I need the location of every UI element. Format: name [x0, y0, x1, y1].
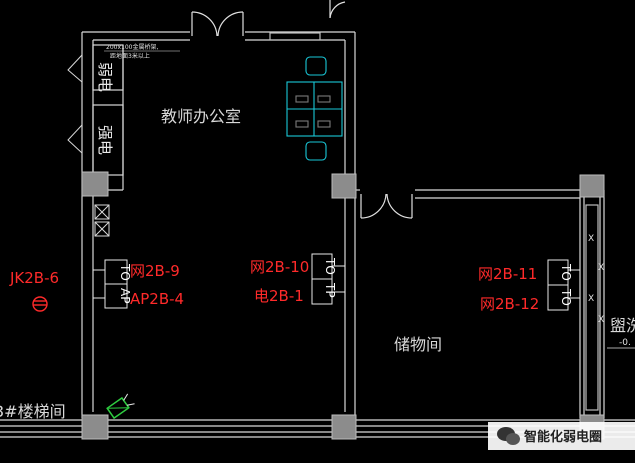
- doors: [191, 0, 413, 219]
- strong-door-swing: [67, 124, 83, 154]
- right-cabinet: [585, 204, 599, 411]
- tag-right-bottom: TO: [559, 288, 573, 306]
- column-mid-bottom: [331, 414, 357, 440]
- marker-x2: X: [598, 263, 604, 273]
- label-net-2b-12: 网2B-12: [480, 295, 539, 313]
- room-teacher-office: 教师办公室: [161, 107, 241, 126]
- closet-doors: [67, 54, 83, 154]
- label-net-2b-11: 网2B-11: [478, 265, 537, 283]
- camera-symbol-jk: [32, 296, 48, 312]
- tag-mid-to: TO: [323, 257, 337, 275]
- watermark: 智能化弱电圈: [488, 422, 635, 450]
- label-power-2b-1: 电2B-1: [254, 287, 304, 305]
- tag-left-top: TO: [118, 263, 132, 281]
- marker-x3: X: [588, 294, 594, 304]
- weak-door-swing: [67, 54, 83, 83]
- label-net-2b-9: 网2B-9: [130, 262, 180, 280]
- room-storage: 储物间: [394, 335, 442, 354]
- hatch-boxes: [94, 204, 110, 237]
- camera-icon: [106, 393, 135, 420]
- column-left-bottom: [81, 414, 109, 440]
- room-stair: 3#楼梯间: [0, 402, 66, 421]
- vertical-tags: TO AP TP TO TO TO: [118, 257, 573, 306]
- furniture: [286, 56, 343, 161]
- marker-x1: X: [588, 234, 594, 244]
- wechat-icon: [497, 427, 520, 445]
- top-window: [269, 32, 321, 41]
- cabinet-markers: X X X X -0.: [588, 234, 631, 348]
- closet-strong-label: 强电: [96, 125, 114, 155]
- tag-mid-tp: TP: [323, 282, 337, 298]
- label-ap-2b-4: AP2B-4: [130, 290, 184, 308]
- tray-note-line2: 距地面3米以上: [110, 52, 150, 60]
- room-right-cut: 盥洗: [610, 316, 635, 335]
- tag-right-top: TO: [559, 263, 573, 281]
- label-net-2b-10: 网2B-10: [250, 258, 309, 276]
- tag-left-bottom: AP: [118, 288, 132, 303]
- chair-bottom: [305, 141, 327, 161]
- level-mark: -0.: [619, 338, 631, 348]
- closet-weak-label: 弱电: [96, 62, 114, 92]
- column-right: [579, 174, 605, 198]
- watermark-text: 智能化弱电圈: [524, 429, 602, 445]
- column-left-mid: [81, 171, 109, 197]
- label-jk2b-6: JK2B-6: [9, 269, 59, 287]
- column-mid: [331, 173, 357, 199]
- marker-x4: X: [598, 315, 604, 325]
- outlet-brackets: [93, 253, 580, 311]
- device-labels: JK2B-6 网2B-9 AP2B-4 网2B-10 电2B-1 网2B-11 …: [9, 258, 539, 313]
- chair-top: [305, 56, 327, 76]
- tray-note-line1: 200x100金属桥架,: [106, 43, 158, 51]
